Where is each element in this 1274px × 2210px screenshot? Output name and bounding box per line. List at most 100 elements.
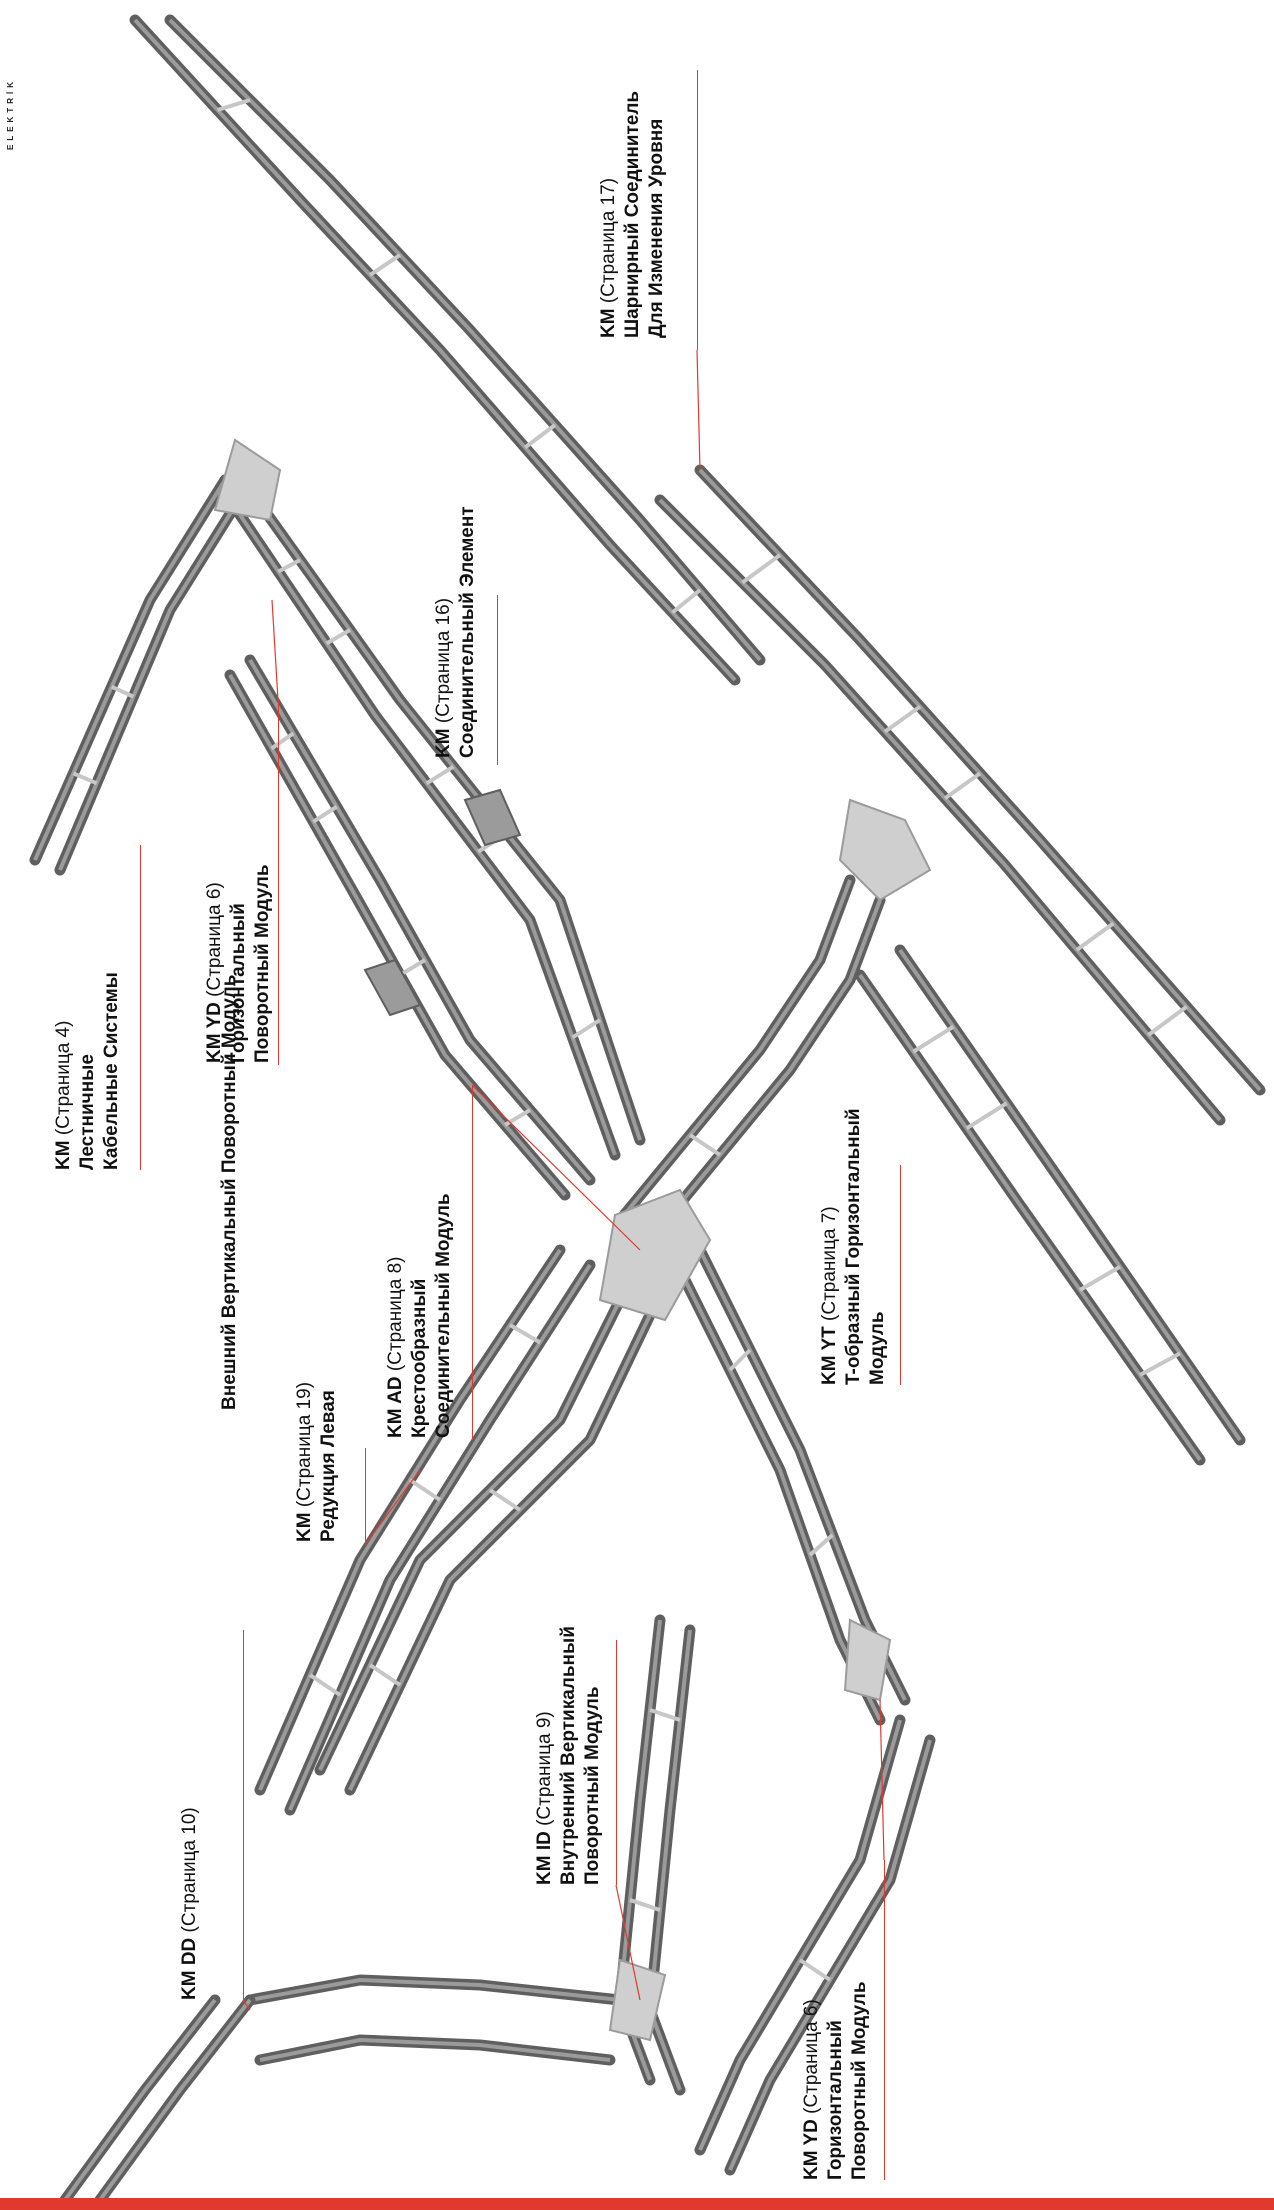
panel-t-module [838, 798, 932, 902]
label-name-line: Поворотный Модуль [849, 1981, 870, 2180]
rung [398, 958, 427, 977]
leader-line [271, 599, 279, 701]
label-name-line: Поворотный Модуль [582, 1686, 603, 1885]
tray-assembly [29, 14, 1266, 2206]
leader-line [364, 1469, 421, 1546]
rung [425, 764, 455, 786]
tray-bottom-turn [694, 1714, 936, 2176]
tray-main-run [654, 464, 1266, 1126]
tray-reduction [314, 1294, 656, 1796]
side-rail-highlight [63, 1998, 217, 2202]
rung [943, 771, 982, 800]
label-name-line: Соединительный Элемент [457, 506, 478, 758]
rung [798, 1958, 832, 1982]
rung [503, 1108, 532, 1127]
label-code: KM [433, 728, 454, 758]
side-rail-highlight [168, 18, 762, 662]
tray-external-vertical [244, 1974, 626, 2066]
label-name-line: Внешний Вертикальный Поворотный Модуль [219, 974, 240, 1410]
label-external-vertical-code: KM DD (Страница 10) [178, 1807, 202, 2000]
rung [408, 1478, 442, 1502]
label-code: KM YT [819, 1326, 840, 1385]
leader-line [471, 1084, 641, 1251]
side-rail [654, 494, 1226, 1126]
side-rail-highlight [858, 973, 1202, 1462]
rung [1147, 1005, 1188, 1037]
label-page: (Страница 17) [598, 177, 619, 304]
leader-line [242, 1999, 251, 2011]
label-t-module: KM YT (Страница 7) T-образный Горизонтал… [818, 1108, 890, 1385]
rung [1139, 1351, 1181, 1377]
label-underline [243, 1630, 244, 2000]
label-reduction-left: KM (Страница 19) Редукция Левая [293, 1382, 341, 1542]
label-name-line: T-образный Горизонтальный [843, 1108, 864, 1385]
label-page: (Страница 10) [179, 1807, 200, 1933]
rung [110, 684, 135, 699]
side-rail-highlight [898, 948, 1242, 1442]
rung [912, 1024, 955, 1054]
label-code: KM [53, 1140, 74, 1170]
panel-bottom-turn [843, 1618, 892, 1702]
tray-internal-vertical [614, 1614, 696, 2096]
label-code: KM [294, 1512, 315, 1542]
rung [508, 1323, 542, 1345]
rung [325, 628, 351, 646]
label-underline [140, 845, 141, 1170]
label-page: (Страница 4) [53, 1020, 74, 1136]
label-external-vertical-turn: Внешний Вертикальный Поворотный Модуль [218, 975, 242, 1410]
side-rail-highlight [249, 1978, 621, 2002]
rung [308, 1673, 342, 1697]
connector-plate [463, 788, 522, 847]
connector-plate [363, 958, 422, 1017]
label-name-line: Кабельные Системы [101, 972, 122, 1170]
label-hinged-connector: KM (Страница 17) Шарнирный Соединитель Д… [597, 91, 669, 338]
rung [671, 588, 702, 615]
label-name-line: Редукция Левая [318, 1390, 339, 1542]
panel-horizontal-turn [213, 438, 282, 522]
rung [488, 1488, 522, 1512]
tray-external-down [59, 1994, 256, 2206]
label-connecting-element: KM (Страница 16) Соединительный Элемент [432, 506, 480, 758]
tray-hinged-run [129, 14, 766, 686]
label-name-line: Модуль [867, 1311, 888, 1385]
rung [965, 1101, 1008, 1131]
rung [571, 1018, 602, 1040]
label-internal-vertical-turn: KM ID (Страница 9) Внутренний Вертикальн… [533, 1626, 605, 1885]
rung [883, 705, 922, 734]
label-underline [365, 1448, 366, 1543]
rung [312, 804, 338, 824]
label-code: KM ID [534, 1831, 555, 1885]
panel-cross-module [598, 1188, 712, 1322]
side-rail [29, 474, 231, 866]
rung [1075, 921, 1115, 952]
label-underline [900, 1165, 901, 1385]
label-page: (Страница 6) [801, 1999, 822, 2114]
bottom-accent-bar [0, 2198, 1274, 2210]
rung [270, 731, 295, 750]
label-page: (Страница 9) [534, 1711, 555, 1826]
side-rail-highlight [618, 879, 852, 1222]
label-code: KM [598, 308, 619, 338]
label-name-line: Шарнирный Соединитель [622, 90, 643, 338]
rung [728, 1348, 752, 1372]
rung [523, 423, 557, 450]
rung [1078, 1264, 1122, 1292]
label-code: KM DD [179, 1937, 200, 2000]
rung [368, 1663, 402, 1687]
label-page: (Страница 16) [433, 597, 454, 724]
label-underline [884, 1860, 885, 2180]
side-rail-highlight [228, 498, 617, 1156]
leader-line [879, 1699, 885, 1861]
label-cross-module: KM AD (Страница 8) Крестообразный Соедин… [384, 1193, 456, 1438]
panel-internal-vertical [608, 1958, 667, 2042]
rung [72, 771, 98, 786]
leader-line [615, 1884, 641, 2001]
label-code: KM AD [385, 1376, 406, 1438]
rung [741, 553, 782, 585]
side-rail [244, 654, 596, 1186]
rung [368, 253, 402, 277]
tray-horizontal-turn-top-left [29, 474, 251, 876]
side-rail [224, 494, 621, 1161]
label-page: (Страница 7) [819, 1206, 840, 1321]
